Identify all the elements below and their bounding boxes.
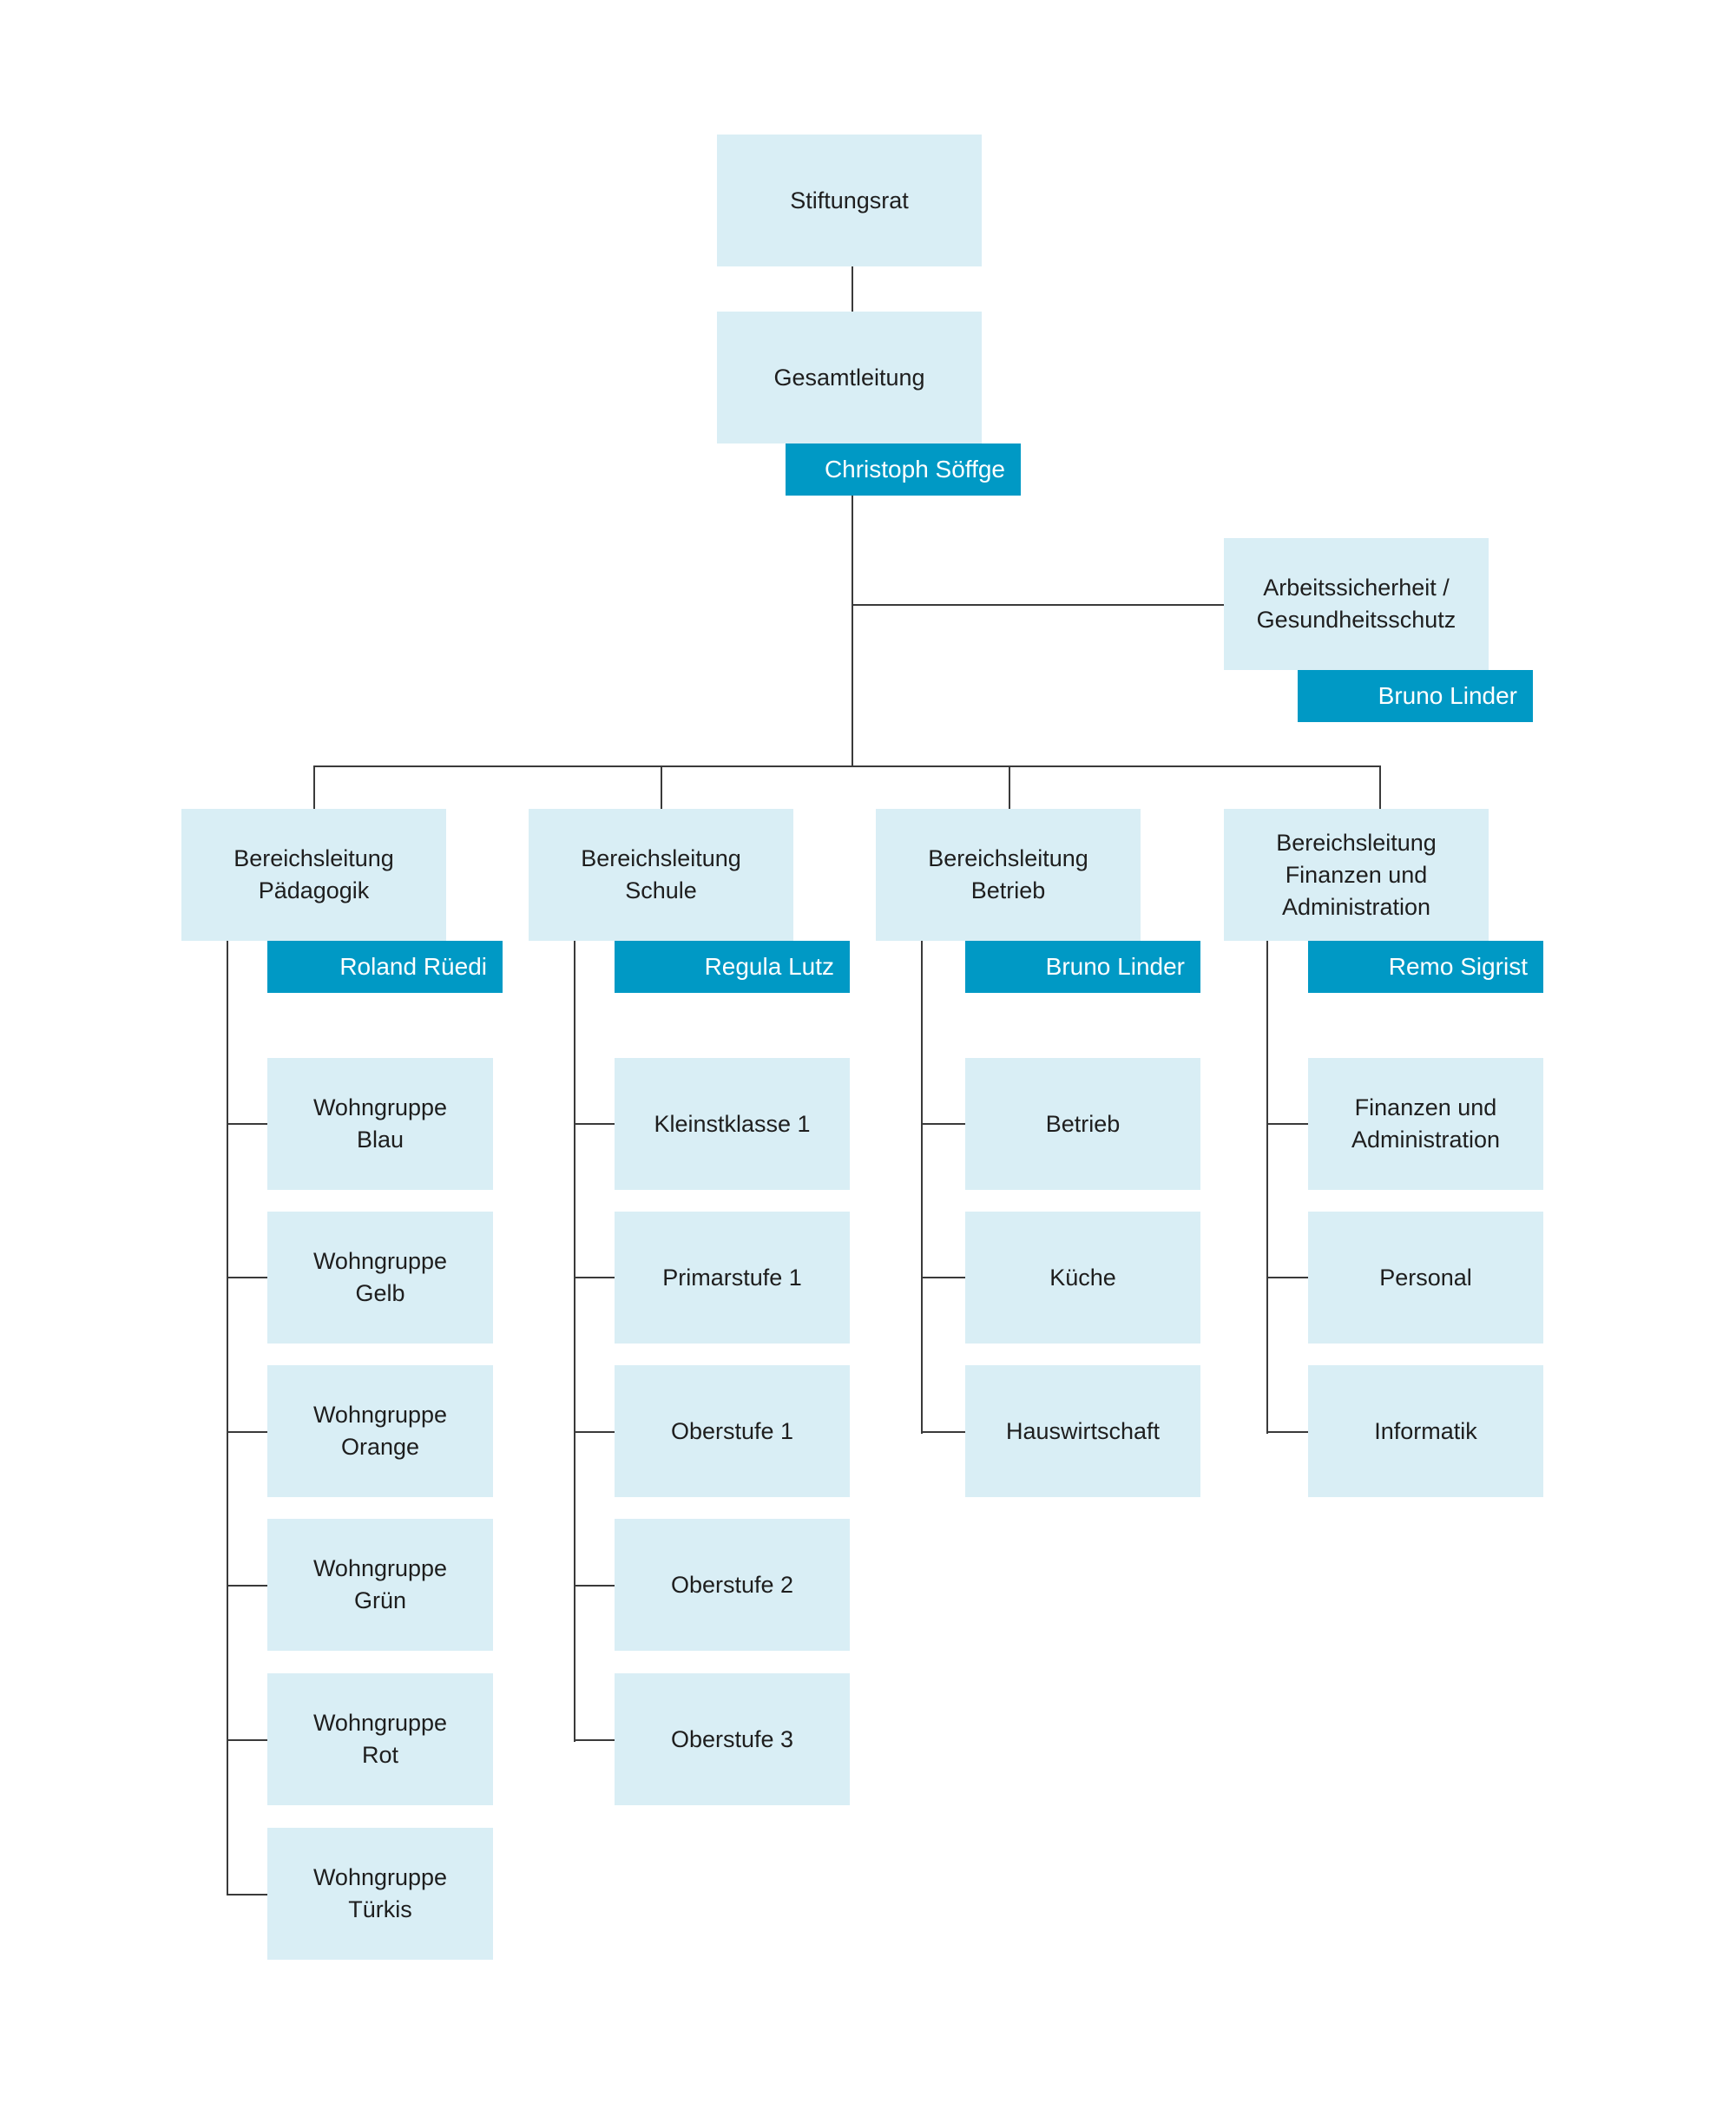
node-unit: Küche xyxy=(965,1212,1200,1344)
node-safety: Arbeitssicherheit / Gesundheitsschutz xyxy=(1224,538,1489,670)
node-unit: Primarstufe 1 xyxy=(615,1212,850,1344)
connector-line xyxy=(1379,765,1381,809)
node-division-finanzen: Bereichsleitung Finanzen und Administrat… xyxy=(1224,809,1489,941)
connector-line xyxy=(1266,1431,1308,1433)
connector-line xyxy=(921,1277,965,1278)
connector-line xyxy=(574,1123,615,1125)
node-division-schule: Bereichsleitung Schule xyxy=(529,809,793,941)
division-person-tag: Roland Rüedi xyxy=(267,941,503,993)
connector-line xyxy=(574,1431,615,1433)
connector-line xyxy=(227,1123,267,1125)
node-unit: Hauswirtschaft xyxy=(965,1365,1200,1497)
node-division-betrieb: Bereichsleitung Betrieb xyxy=(876,809,1141,941)
connector-line xyxy=(1266,1277,1308,1278)
node-division-paedagogik: Bereichsleitung Pädagogik xyxy=(181,809,446,941)
connector-line xyxy=(1009,765,1010,809)
node-board: Stiftungsrat xyxy=(717,135,982,266)
node-unit: Oberstufe 1 xyxy=(615,1365,850,1497)
connector-line xyxy=(574,941,575,1742)
node-unit: Personal xyxy=(1308,1212,1543,1344)
connector-line xyxy=(921,941,923,1434)
node-unit: Finanzen und Administration xyxy=(1308,1058,1543,1190)
connector-line xyxy=(921,1123,965,1125)
connector-line xyxy=(227,1431,267,1433)
connector-line xyxy=(574,1277,615,1278)
connector-line xyxy=(852,495,853,766)
connector-line xyxy=(227,1277,267,1278)
safety-person-tag: Bruno Linder xyxy=(1298,670,1533,722)
connector-line xyxy=(921,1431,965,1433)
node-unit: Wohngruppe Grün xyxy=(267,1519,493,1651)
division-person-tag: Bruno Linder xyxy=(965,941,1200,993)
node-unit: Wohngruppe Blau xyxy=(267,1058,493,1190)
node-unit: Informatik xyxy=(1308,1365,1543,1497)
connector-line xyxy=(661,765,662,809)
node-unit: Wohngruppe Türkis xyxy=(267,1828,493,1960)
division-person-tag: Remo Sigrist xyxy=(1308,941,1543,993)
node-unit: Oberstufe 2 xyxy=(615,1519,850,1651)
node-unit: Betrieb xyxy=(965,1058,1200,1190)
connector-line xyxy=(313,765,315,809)
connector-line xyxy=(313,765,1381,767)
connector-line xyxy=(227,1585,267,1587)
node-unit: Wohngruppe Rot xyxy=(267,1673,493,1805)
connector-line xyxy=(852,604,1224,606)
connector-line xyxy=(574,1585,615,1587)
division-person-tag: Regula Lutz xyxy=(615,941,850,993)
connector-line xyxy=(1266,1123,1308,1125)
connector-line xyxy=(574,1739,615,1741)
connector-line xyxy=(852,266,853,312)
connector-line xyxy=(1266,941,1268,1434)
node-unit: Oberstufe 3 xyxy=(615,1673,850,1805)
connector-line xyxy=(227,1739,267,1741)
node-unit: Wohngruppe Orange xyxy=(267,1365,493,1497)
management-person-tag: Christoph Söffge xyxy=(786,443,1021,496)
node-unit: Wohngruppe Gelb xyxy=(267,1212,493,1344)
connector-line xyxy=(227,941,228,1895)
node-management: Gesamtleitung xyxy=(717,312,982,443)
node-unit: Kleinstklasse 1 xyxy=(615,1058,850,1190)
connector-line xyxy=(227,1894,267,1895)
